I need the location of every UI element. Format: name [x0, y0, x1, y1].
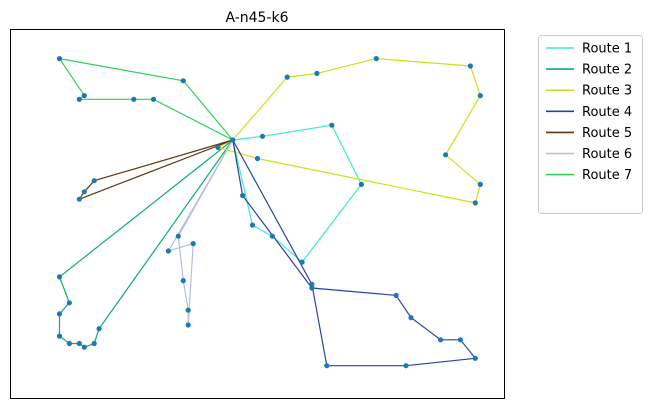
customer-node	[131, 96, 137, 102]
customer-node	[190, 241, 196, 247]
customer-node	[443, 152, 449, 158]
customer-node	[81, 344, 87, 350]
customer-node	[230, 137, 236, 143]
customer-node	[284, 74, 290, 80]
customer-node	[76, 96, 82, 102]
nodes-layer	[56, 56, 483, 369]
customer-node	[438, 337, 444, 343]
customer-node	[249, 222, 256, 228]
customer-node	[408, 315, 414, 321]
customer-node	[467, 63, 473, 69]
customer-node	[403, 363, 409, 369]
plot-frame	[10, 29, 505, 399]
legend-box	[538, 35, 643, 214]
customer-node	[66, 340, 72, 347]
customer-node	[76, 340, 82, 347]
route-line-7	[58, 57, 234, 141]
customer-node	[477, 93, 483, 99]
route-line-3	[216, 57, 481, 204]
customer-node	[259, 133, 266, 139]
customer-node	[56, 311, 63, 317]
customer-node	[314, 70, 320, 76]
route-line-6	[167, 139, 234, 326]
customer-node	[81, 93, 87, 99]
customer-node	[309, 285, 315, 291]
customer-node	[299, 259, 305, 265]
customer-node	[91, 340, 97, 347]
customer-node	[81, 189, 87, 195]
customer-node	[324, 363, 330, 369]
route-line-4	[232, 139, 477, 367]
route-line-5	[77, 139, 234, 201]
route-line-1	[232, 124, 363, 263]
customer-node	[373, 56, 379, 62]
routes-layer	[58, 57, 481, 367]
customer-node	[175, 233, 181, 239]
customer-node	[477, 181, 483, 187]
customer-node	[329, 122, 335, 128]
customer-node	[254, 155, 261, 162]
customer-node	[91, 178, 97, 184]
legend-label-5: Route 5	[582, 126, 632, 141]
legend: Route 1 Route 2 Route 3 Route 4 Route 5 Route…	[538, 35, 643, 214]
legend-label-7: Route 7	[582, 168, 632, 183]
customer-node	[472, 200, 478, 206]
customer-node	[393, 292, 399, 298]
customer-node	[309, 281, 315, 287]
customer-node	[56, 333, 63, 339]
legend-label-2: Route 2	[582, 63, 632, 78]
customer-node	[358, 181, 364, 187]
customer-node	[76, 196, 82, 202]
route-line-2	[58, 139, 234, 348]
customer-node	[96, 326, 102, 332]
legend-label-3: Route 3	[582, 84, 632, 99]
customer-node	[215, 144, 221, 150]
customer-node	[180, 278, 186, 284]
customer-node	[185, 322, 191, 328]
legend-label-4: Route 4	[582, 105, 632, 120]
customer-node	[457, 337, 463, 343]
customer-node	[240, 192, 246, 199]
customer-node	[150, 96, 157, 102]
chart-title: A-n45-k6	[225, 10, 288, 26]
customer-node	[269, 233, 275, 239]
customer-node	[56, 56, 63, 62]
customer-node	[185, 307, 191, 313]
customer-node	[66, 300, 72, 306]
customer-node	[56, 274, 63, 280]
legend-label-1: Route 1	[582, 42, 632, 57]
legend-label-6: Route 6	[582, 147, 632, 162]
customer-node	[165, 248, 171, 254]
customer-node	[472, 355, 478, 361]
customer-node	[180, 78, 186, 84]
